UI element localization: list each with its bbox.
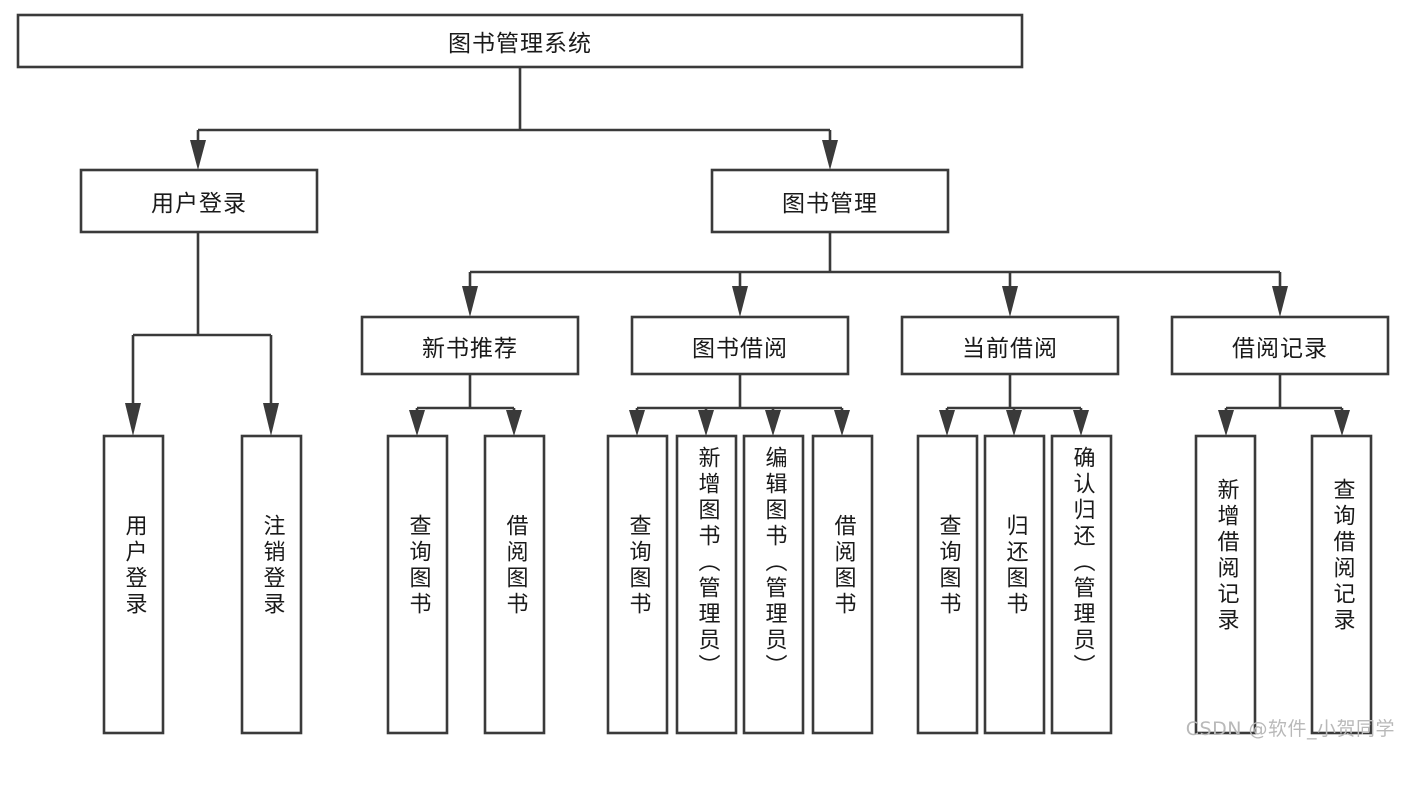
node-box-leaf-borrow-book-2[interactable] [811,434,874,735]
arrow-br-to-leaf2 [1334,410,1350,436]
edge-group-new-book-recommend [409,374,522,436]
arrow-nbr-to-leaf2 [506,410,522,436]
node-box-leaf-borrow-book-1[interactable] [483,434,546,735]
node-box-borrow-record[interactable] [1170,315,1390,376]
node-box-root[interactable] [16,13,1024,69]
node-box-leaf-user-login[interactable] [102,434,165,735]
arrow-cb-to-leaf2 [1006,410,1022,436]
node-box-book-borrow[interactable] [630,315,850,376]
system-function-tree-diagram: 图书管理系统 用户登录 图书管理 新书推荐 图书借阅 当前借阅 借阅记录 用户登… [16,13,1395,740]
arrow-bb-to-leaf4 [834,410,850,436]
node-box-user-login[interactable] [79,168,319,234]
node-box-leaf-user-logout[interactable] [240,434,303,735]
node-box-leaf-confirm-return[interactable] [1050,434,1113,735]
arrow-nbr-to-leaf1 [409,410,425,436]
node-box-leaf-add-record[interactable] [1194,434,1257,735]
arrow-bm-to-new-book [462,286,478,317]
arrow-ul-to-leaf2 [263,403,279,436]
node-box-leaf-query-book-3[interactable] [916,434,979,735]
node-box-leaf-query-record[interactable] [1310,434,1373,735]
node-box-book-management[interactable] [710,168,950,234]
edge-group-root [190,67,838,170]
edge-group-borrow-record [1218,374,1350,436]
tree-diagram-canvas [16,13,1390,735]
node-box-leaf-edit-book[interactable] [742,434,805,735]
arrow-cb-to-leaf3 [1073,410,1089,436]
arrow-cb-to-leaf1 [939,410,955,436]
edge-group-book-borrow [629,374,850,436]
arrow-bm-to-current-borrow [1002,286,1018,317]
node-box-new-book-recommend[interactable] [360,315,580,376]
node-box-leaf-query-book-1[interactable] [386,434,449,735]
arrow-bm-to-book-borrow [732,286,748,317]
node-box-leaf-query-book-2[interactable] [606,434,669,735]
edge-group-current-borrow [939,374,1089,436]
arrow-ul-to-leaf1 [125,403,141,436]
arrow-bb-to-leaf3 [765,410,781,436]
arrow-bb-to-leaf2 [698,410,714,436]
csdn-watermark: CSDN @软件_小贺同学 [1185,718,1395,740]
arrow-root-to-book-management [822,140,838,170]
arrow-bm-to-borrow-record [1272,286,1288,317]
node-box-leaf-return-book[interactable] [983,434,1046,735]
arrow-br-to-leaf1 [1218,410,1234,436]
node-box-current-borrow[interactable] [900,315,1120,376]
node-box-leaf-add-book[interactable] [675,434,738,735]
arrow-bb-to-leaf1 [629,410,645,436]
edge-group-user-login [125,232,279,436]
arrow-root-to-user-login [190,140,206,170]
edge-group-book-management [462,232,1288,317]
